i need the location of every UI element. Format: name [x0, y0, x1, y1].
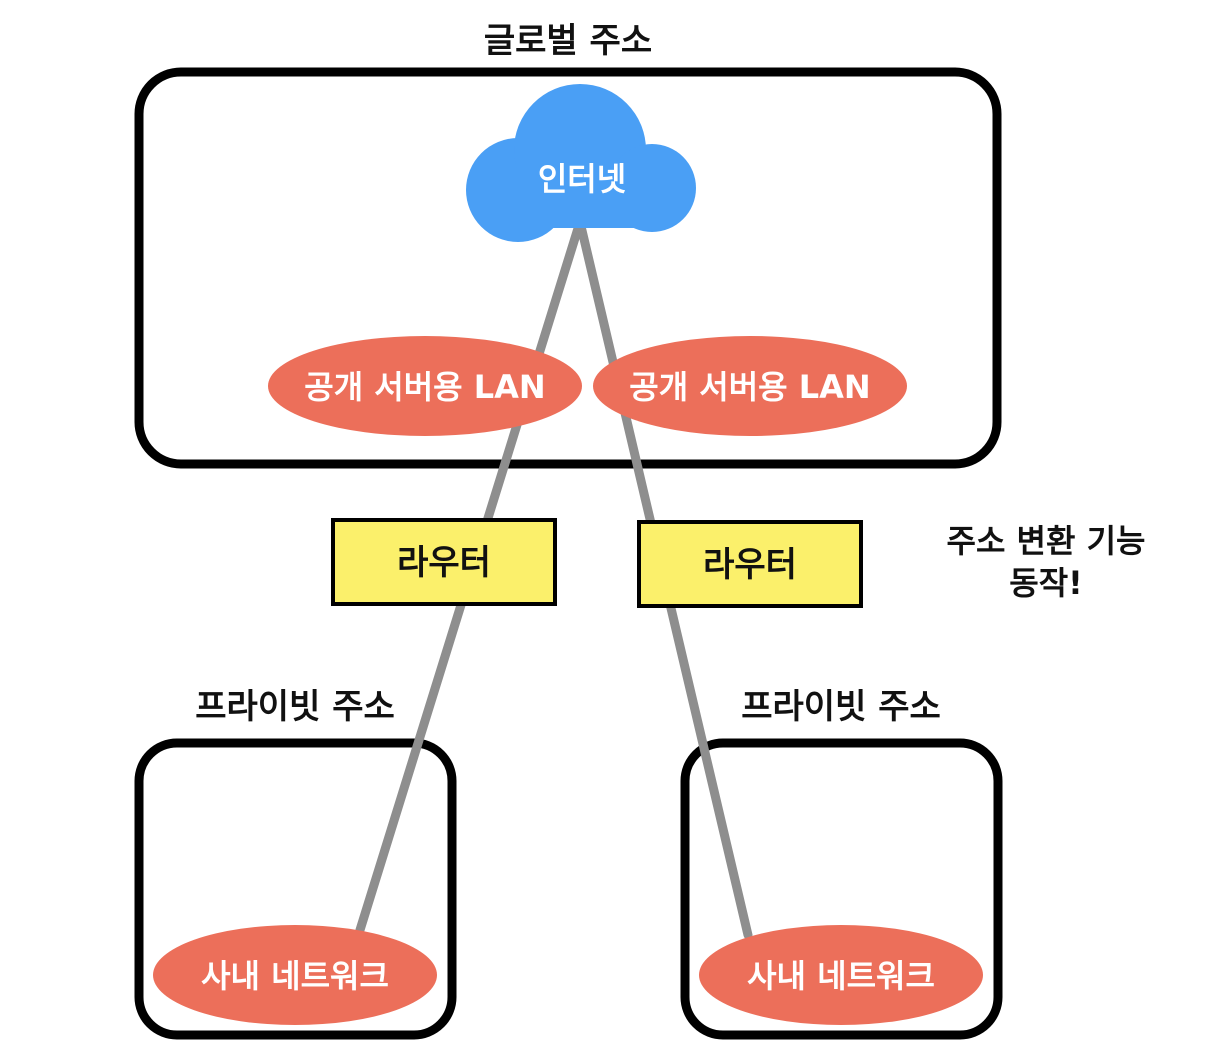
router-label: 라우터 — [397, 543, 491, 583]
global-zone-frame — [134, 67, 1002, 469]
internal-network-label: 사내 네트워크 — [747, 957, 935, 995]
nat-note-line1: 주소 변환 기능 — [947, 522, 1146, 560]
private-zone-frame-right — [680, 738, 1003, 1040]
private-zone-frame-left — [134, 738, 457, 1040]
private-zone-title-left: 프라이빗 주소 — [195, 687, 395, 727]
internet-cloud: 인터넷 — [466, 84, 696, 242]
router-left: 라우터 — [331, 518, 557, 606]
public-lan-label: 공개 서버용 LAN — [304, 368, 545, 406]
public-lan-left: 공개 서버용 LAN — [268, 336, 582, 436]
internal-network-label: 사내 네트워크 — [201, 957, 389, 995]
nat-note-line2: 동작! — [1009, 564, 1082, 602]
public-lan-right: 공개 서버용 LAN — [593, 336, 907, 436]
private-zone-title-right: 프라이빗 주소 — [741, 687, 941, 727]
internal-network-right: 사내 네트워크 — [699, 925, 983, 1025]
router-right: 라우터 — [637, 520, 863, 608]
internet-label: 인터넷 — [538, 160, 626, 198]
router-label: 라우터 — [703, 545, 797, 585]
internal-network-left: 사내 네트워크 — [153, 925, 437, 1025]
global-zone-title: 글로벌 주소 — [484, 21, 652, 61]
public-lan-label: 공개 서버용 LAN — [629, 368, 870, 406]
